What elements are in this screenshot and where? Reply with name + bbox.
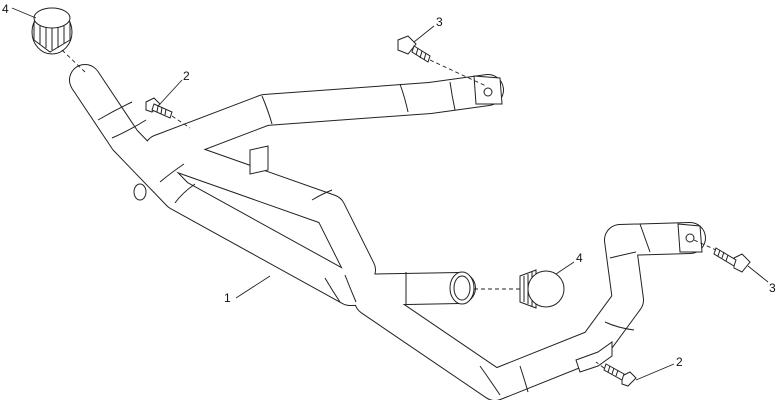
lower-bracket [575,341,613,373]
callout-bolt-m6-right: 2 [676,355,683,369]
callout-leaders [11,7,769,381]
upper-rail-tab [473,75,503,105]
lower-rail-tab [677,223,703,253]
frame-tube [69,64,706,401]
bolt-m6-right [603,363,637,387]
callout-bolt-m8-right: 3 [769,281,776,295]
cap-top [31,7,73,55]
bolt-m8-top [397,35,431,63]
bolt-m6-left [145,97,173,119]
frame-bend-seams [97,81,651,396]
callout-bolt-m6-left: 2 [183,69,190,83]
bolt-m8-right [713,247,751,273]
callout-cap-top: 4 [2,2,9,16]
callout-bolt-m8-top: 3 [436,15,443,29]
callout-cap-right: 4 [576,251,583,265]
cap-right [519,269,565,309]
callout-frame: 1 [224,291,231,305]
upper-bracket [249,145,269,175]
